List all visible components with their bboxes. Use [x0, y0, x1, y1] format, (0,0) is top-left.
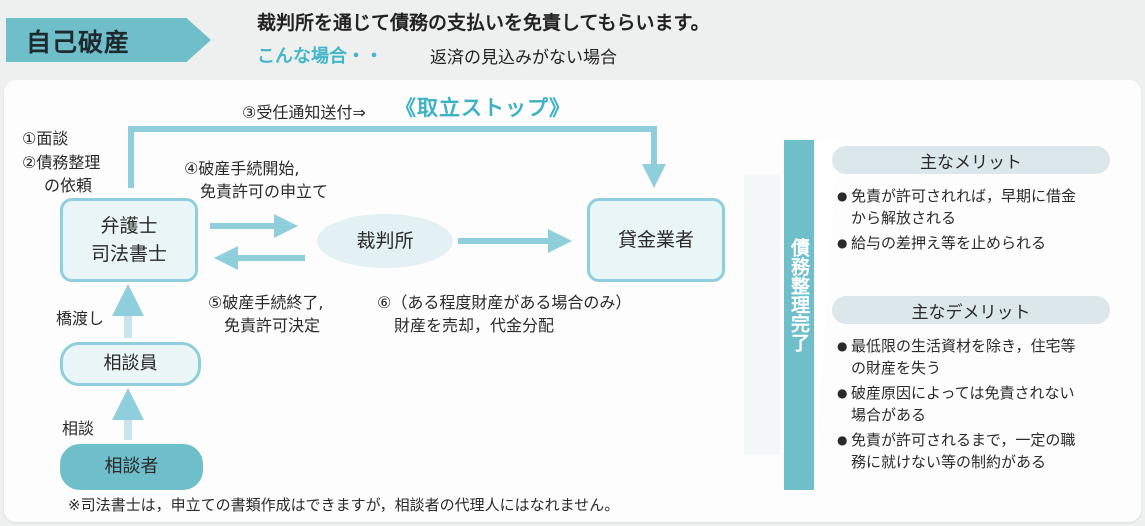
step5-label-line1: ⑤破産手続終了,	[208, 293, 324, 312]
completion-chevron	[814, 140, 838, 490]
title-tab	[6, 18, 211, 62]
list-item: 給与の差押え等を止められる	[837, 232, 1122, 254]
demerits-list: 最低限の生活資材を除き，住宅等 の財産を失う 破産原因によっては免責されない 場…	[837, 335, 1122, 476]
collection-stop-highlight: 《取立ストップ》	[395, 96, 571, 120]
headline: 裁判所を通じて債務の支払いを免責してもらいます。	[257, 12, 710, 34]
step2-label-line2: の依頼	[44, 176, 93, 195]
step1-label: ①面談	[22, 129, 69, 148]
counselor-node: 相談員	[60, 342, 201, 386]
list-item: 破産原因によっては免責されない 場合がある	[837, 382, 1122, 426]
step4-label-line1: ④破産手続開始,	[184, 159, 300, 178]
completion-label: 債務整理完了	[788, 238, 810, 352]
case-label: こんな場合・・	[257, 46, 383, 67]
footnote: ※司法書士は，申立ての書類作成はできますが，相談者の代理人にはなれません。	[68, 496, 620, 514]
bridge-label: 橋渡し	[56, 309, 105, 328]
lender-label: 貸金業者	[617, 229, 694, 251]
judicial-scrivener-label: 司法書士	[90, 243, 167, 265]
step6-label-line1: ⑥（ある程度財産がある場合のみ）	[377, 293, 632, 312]
lawyer-label: 弁護士	[100, 215, 158, 237]
step2-label-line1: ②債務整理	[22, 153, 101, 172]
consultee-node: 相談者	[60, 444, 203, 490]
step5-label-line2: 免責許可決定	[224, 316, 321, 335]
lawyer-node: 弁護士 司法書士	[60, 198, 198, 282]
arrow-notice-to-lender	[128, 126, 666, 188]
court-node: 裁判所	[317, 214, 453, 268]
court-label: 裁判所	[356, 230, 414, 252]
counselor-label: 相談員	[103, 353, 158, 374]
merits-title: 主なメリット	[832, 146, 1110, 174]
merits-list: 免責が許可されれば，早期に借金 から解放される 給与の差押え等を止められる	[837, 185, 1122, 257]
list-item: 免責が許可されれば，早期に借金 から解放される	[837, 185, 1122, 229]
page-title: 自己破産	[26, 28, 131, 57]
demerits-title: 主なデメリット	[832, 296, 1110, 324]
completion-arrow-tip	[744, 175, 780, 455]
step3-label: ③受任通知送付⇒	[242, 103, 366, 122]
case-text: 返済の見込みがない場合	[430, 48, 617, 68]
list-item: 最低限の生活資材を除き，住宅等 の財産を失う	[837, 335, 1122, 379]
consultee-label: 相談者	[104, 456, 159, 477]
list-item: 免責が許可されるまで，一定の職 務に就けない等の制約がある	[837, 429, 1122, 473]
step6-label-line2: 財産を売却，代金分配	[394, 316, 555, 335]
lender-node: 貸金業者	[587, 198, 725, 282]
consult-label: 相談	[62, 419, 95, 438]
step4-label-line2: 免責許可の申立て	[200, 182, 329, 201]
completion-bar	[784, 140, 814, 490]
